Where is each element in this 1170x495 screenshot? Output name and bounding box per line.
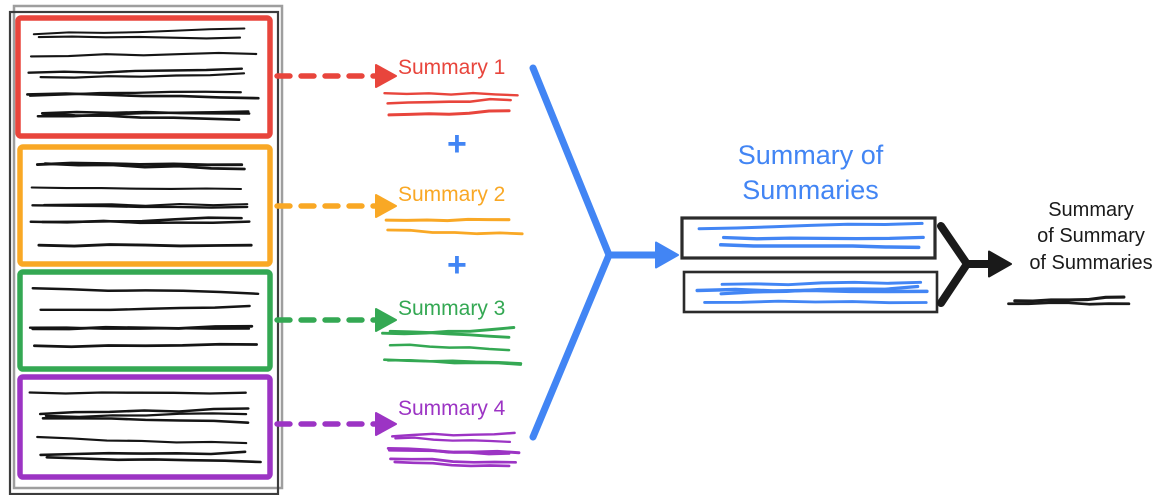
chunk-text-line: [28, 391, 247, 395]
chunk-text-line: [29, 51, 258, 58]
summary-3-label: Summary 3: [398, 297, 506, 320]
sos-heading-line-1: Summary of: [737, 140, 884, 170]
final-summary-label: Summary of Summary of Summaries: [1018, 197, 1164, 276]
summary-2-squiggle: [386, 228, 524, 236]
source-document-border: [8, 10, 280, 495]
summary-3-squiggle: [388, 329, 511, 339]
sos-box-1-squiggle: [718, 243, 921, 250]
chunk-text-line: [37, 35, 242, 40]
sos-box-1-squiggle: [721, 235, 925, 241]
chunk-text-line: [41, 417, 250, 424]
chunk-text-line: [38, 407, 250, 416]
sos-box-2-squiggle: [719, 284, 920, 296]
final-summary-squiggle: [1013, 295, 1126, 303]
chunk-text-line: [40, 110, 251, 115]
final-summary-squiggle: [1007, 301, 1131, 306]
chunk-text-line: [32, 27, 246, 36]
chunk-text-line: [39, 450, 247, 457]
chunk-text-line: [31, 286, 260, 296]
summary-2-label: Summary 2: [398, 183, 506, 206]
blue-merge-arrow-head: [655, 241, 679, 269]
chunk-text-line: [41, 112, 241, 122]
summary-3-squiggle: [386, 358, 523, 366]
sos-heading-line-2: Summaries: [742, 174, 879, 205]
black-merge-arrow-fork: [937, 222, 971, 307]
chunk-text-line: [31, 324, 254, 331]
chunk-box-3: [17, 269, 273, 372]
chunk-text-line: [45, 455, 262, 464]
summary-1-squiggle: [386, 97, 512, 105]
chunk-text-line: [36, 435, 248, 445]
summary-2-squiggle: [384, 217, 511, 223]
source-document-shadow: [12, 4, 284, 490]
summary-2-arrow-head: [375, 194, 397, 218]
black-merge-arrow-head: [988, 250, 1012, 278]
chunk-text-line: [27, 67, 244, 74]
chunk-text-line: [28, 90, 242, 97]
summary-3-arrow-head: [375, 308, 397, 332]
chunk-text-line: [31, 204, 249, 209]
summary-4-squiggle: [390, 431, 516, 438]
chunk-text-line: [39, 72, 246, 79]
summary-4-squiggle: [387, 448, 521, 455]
chunk-box-4: [17, 374, 273, 480]
chunk-text-line: [39, 304, 251, 312]
summary-of-summaries-heading: Summary of Summaries: [683, 138, 938, 207]
summary-4-arrow-head: [375, 412, 397, 436]
sos-box-2-squiggle: [720, 280, 923, 287]
chunk-text-line: [43, 162, 246, 171]
chunk-text-line: [37, 243, 253, 248]
summary-4-squiggle: [393, 460, 511, 468]
sos-box-2-squiggle: [703, 299, 928, 305]
summary-4-label: Summary 4: [398, 397, 506, 420]
summary-1-squiggle: [383, 91, 519, 97]
sos-box-1-squiggle: [697, 221, 924, 231]
summary-3-squiggle: [381, 326, 516, 336]
summary-1-squiggle: [387, 109, 511, 117]
chunk-text-line: [43, 202, 249, 207]
summary-4-squiggle: [389, 457, 517, 464]
summary-4-squiggle: [394, 436, 512, 444]
plus-operator-2: +: [447, 246, 467, 284]
chunk-text-line: [41, 216, 243, 224]
summary-3-squiggle: [388, 343, 511, 352]
chunk-text-line: [33, 342, 258, 349]
final-label-line-2: of Summary: [1037, 225, 1145, 248]
blue-merge-arrow-fork: [529, 64, 613, 441]
chunk-text-line: [35, 161, 244, 167]
final-label-line-3: of Summaries: [1029, 251, 1153, 274]
final-label-line-1: Summary: [1048, 199, 1134, 221]
plus-operator-1: +: [447, 125, 467, 163]
chunk-text-line: [30, 186, 243, 191]
summary-1-arrow-head: [375, 64, 397, 88]
summary-1-label: Summary 1: [398, 56, 506, 79]
chunk-text-line: [44, 412, 248, 419]
